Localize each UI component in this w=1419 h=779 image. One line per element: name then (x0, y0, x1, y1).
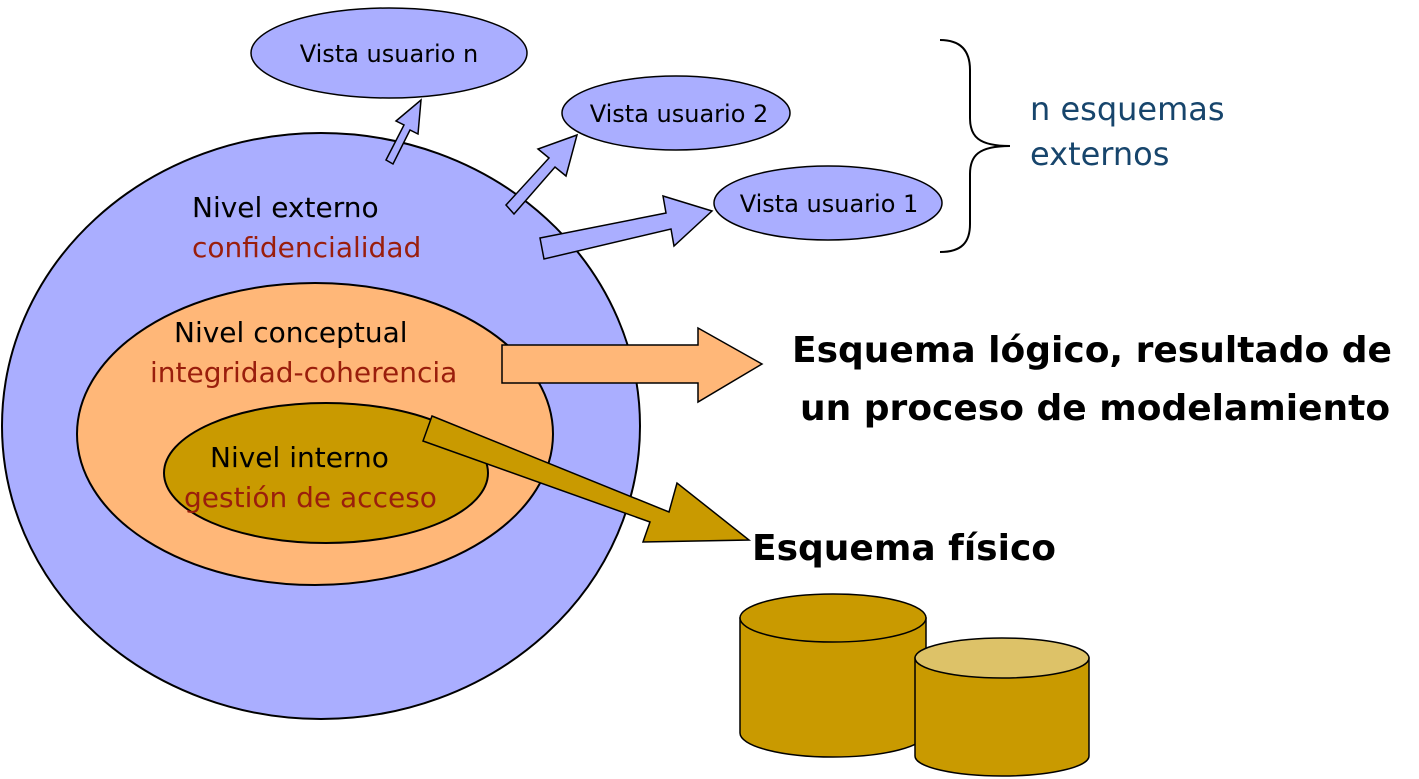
user-view-1-ellipse[interactable] (713, 165, 943, 241)
external-level-title: Nivel externo (192, 191, 379, 224)
arrow-to-logical-schema (501, 326, 764, 404)
arrow-to-physical-schema (422, 415, 752, 543)
conceptual-level-property: integridad-coherencia (150, 356, 457, 389)
external-schemes-line2: externos (1030, 135, 1169, 173)
internal-level-property: gestión de acceso (184, 481, 437, 514)
external-schemes-line1: n esquemas (1030, 90, 1225, 128)
arrow-to-view-1 (539, 194, 714, 260)
internal-level-title: Nivel interno (210, 441, 389, 474)
database-cylinder-back-icon (739, 593, 927, 758)
conceptual-level-title: Nivel conceptual (174, 316, 408, 349)
database-cylinder-front-icon (914, 637, 1090, 777)
user-view-1-label: Vista usuario 1 (740, 190, 919, 218)
user-view-2-ellipse[interactable] (561, 75, 791, 151)
user-view-n-ellipse[interactable] (250, 7, 528, 99)
physical-schema-label: Esquema físico (752, 528, 1056, 569)
arrow-to-view-n (385, 98, 422, 166)
curly-brace (939, 39, 1011, 253)
user-view-n-label: Vista usuario n (300, 40, 479, 68)
internal-level-ellipse (163, 402, 489, 544)
external-level-property: confidencialidad (192, 231, 421, 264)
user-view-2-label: Vista usuario 2 (590, 100, 769, 128)
arrow-to-view-2 (504, 133, 579, 216)
logical-schema-line2: un proceso de modelamiento (800, 388, 1390, 429)
logical-schema-line1: Esquema lógico, resultado de (792, 330, 1392, 371)
